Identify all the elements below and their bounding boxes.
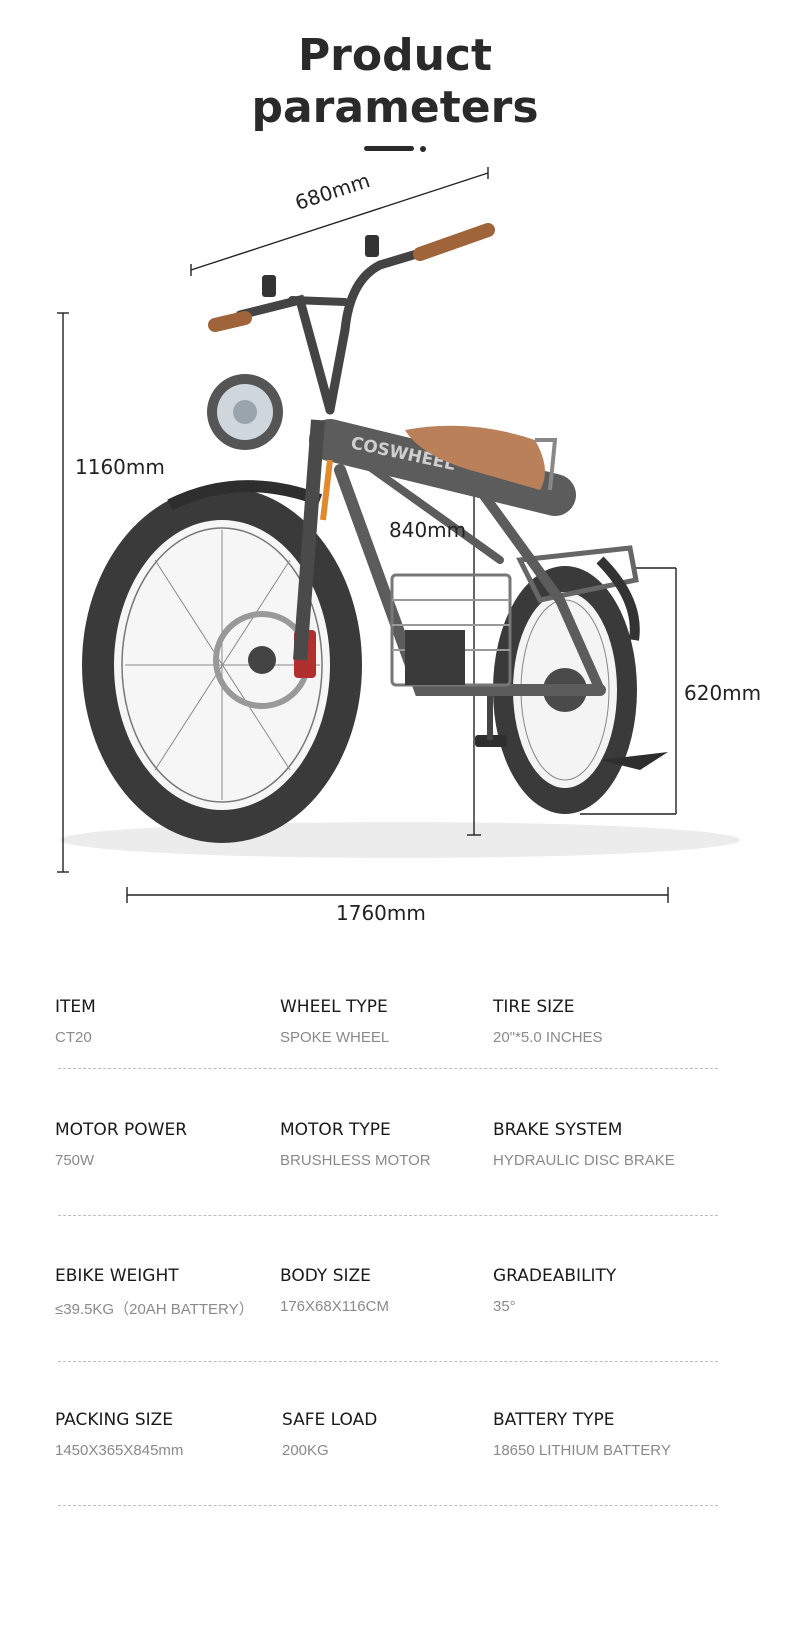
divider	[58, 1068, 718, 1069]
rear-height-dimension-label: 620mm	[684, 681, 762, 705]
ground-shadow	[60, 822, 740, 858]
title-line-2: parameters	[251, 82, 539, 133]
front-wheel	[82, 487, 362, 843]
rear-rack	[516, 545, 639, 603]
seat	[405, 425, 545, 490]
divider	[58, 1215, 718, 1216]
height-dimension-label: 1160mm	[75, 455, 165, 479]
divider	[58, 1361, 718, 1362]
frame	[309, 419, 606, 696]
length-dimension-label: 1760mm	[336, 901, 426, 925]
width-line	[190, 172, 489, 271]
divider	[58, 1505, 718, 1506]
handlebar	[208, 223, 495, 415]
title-underline	[364, 146, 414, 151]
title-dot	[420, 146, 426, 152]
seat-height-dimension-label: 840mm	[389, 518, 467, 542]
dimension-lines	[57, 167, 677, 903]
bike-dimension-figure: COSWHEEL	[57, 167, 740, 903]
page-title: Product parameters	[0, 30, 790, 134]
title-line-1: Product	[297, 30, 493, 81]
spec-ebike-weight: EBIKE WEIGHT≤39.5KG（20AH BATTERY）	[55, 1266, 254, 1318]
